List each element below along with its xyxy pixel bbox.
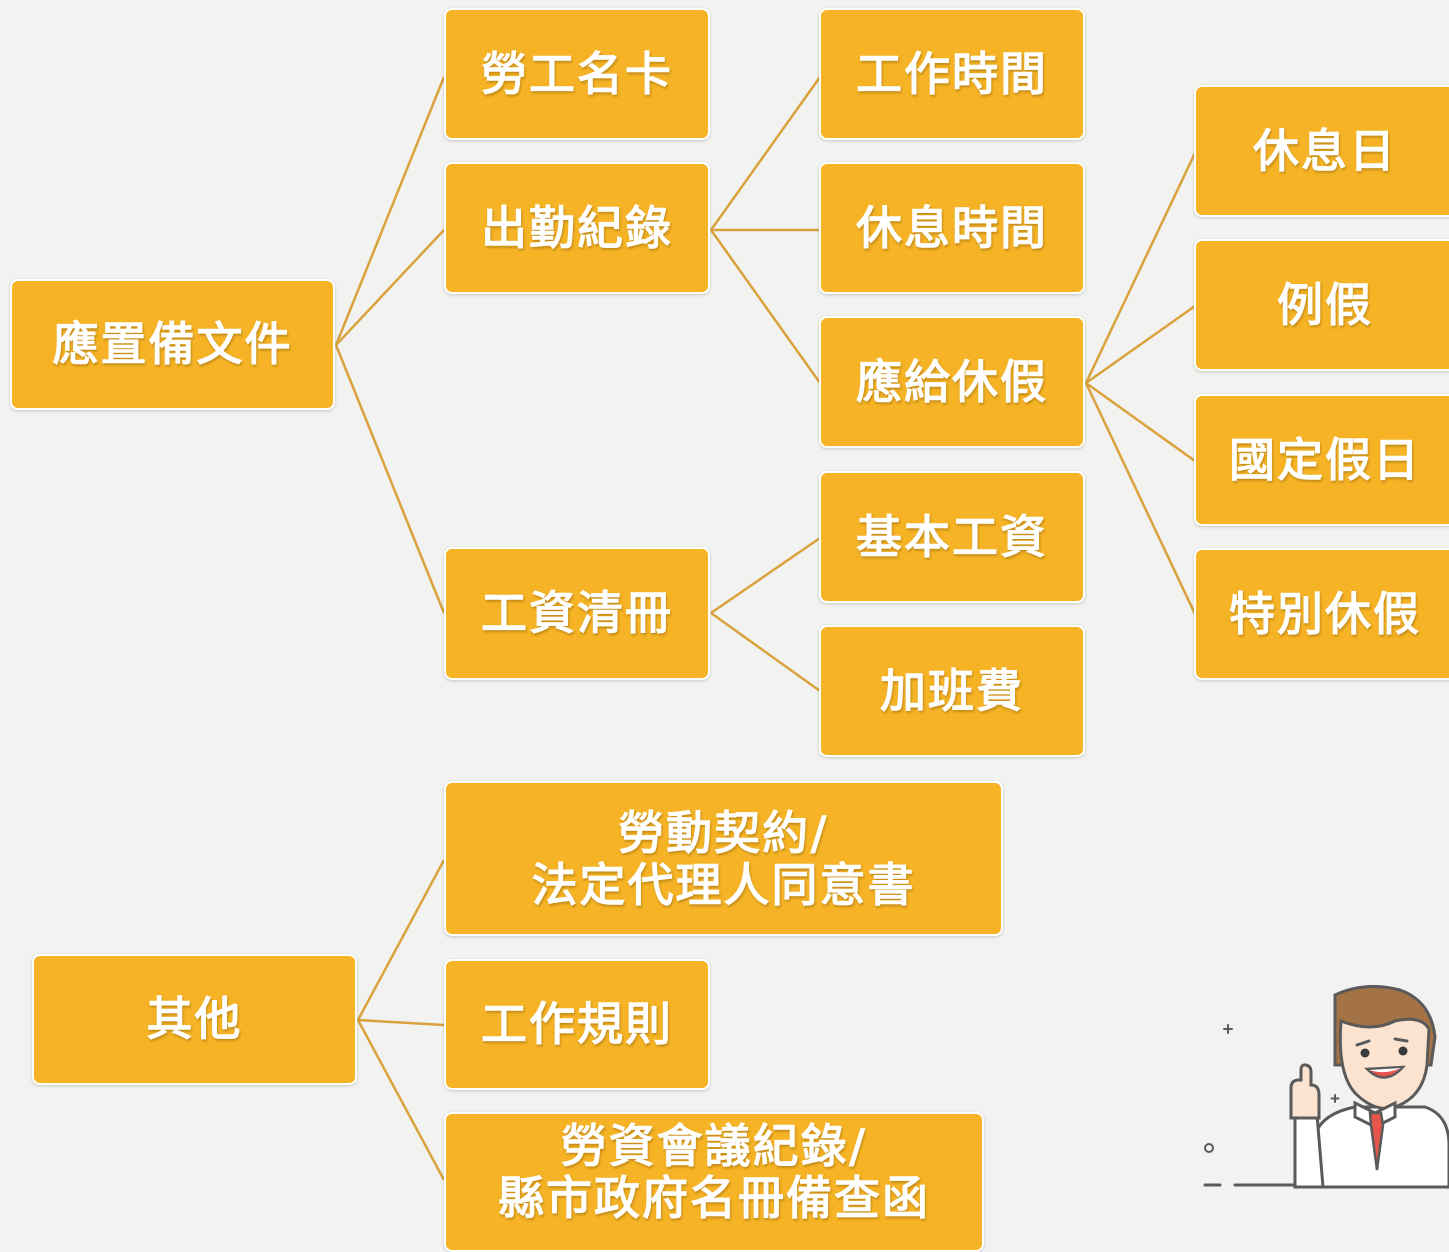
- node-wage-register: 工資清冊: [444, 547, 710, 680]
- businessman-pointing-up-icon: [1203, 985, 1449, 1189]
- node-labor-contract-line1: 勞動契約/: [618, 805, 829, 860]
- node-basic-wage: 基本工資: [819, 471, 1085, 603]
- node-rest-day: 休息日: [1194, 85, 1449, 217]
- node-attendance-record: 出勤紀錄: [444, 162, 710, 294]
- node-leave-entitlement: 應給休假: [819, 316, 1085, 448]
- node-labor-card: 勞工名卡: [444, 8, 710, 140]
- node-special-leave: 特別休假: [1194, 548, 1449, 680]
- node-work-rules: 工作規則: [444, 959, 710, 1090]
- node-other: 其他: [32, 954, 357, 1085]
- node-national-holiday: 國定假日: [1194, 394, 1449, 526]
- node-regular-leave: 例假: [1194, 239, 1449, 371]
- node-labor-meeting: 勞資會議紀錄/ 縣市政府名冊備查函: [444, 1112, 984, 1252]
- node-labor-contract: 勞動契約/ 法定代理人同意書: [444, 781, 1003, 936]
- node-rest-hours: 休息時間: [819, 162, 1085, 294]
- node-overtime-pay: 加班費: [819, 625, 1085, 757]
- node-labor-meeting-line2: 縣市政府名冊備查函: [498, 1171, 930, 1225]
- node-work-hours: 工作時間: [819, 8, 1085, 140]
- node-labor-meeting-line1: 勞資會議紀錄/: [560, 1119, 868, 1173]
- node-required-documents: 應置備文件: [10, 279, 335, 410]
- node-labor-contract-line2: 法定代理人同意書: [531, 857, 916, 912]
